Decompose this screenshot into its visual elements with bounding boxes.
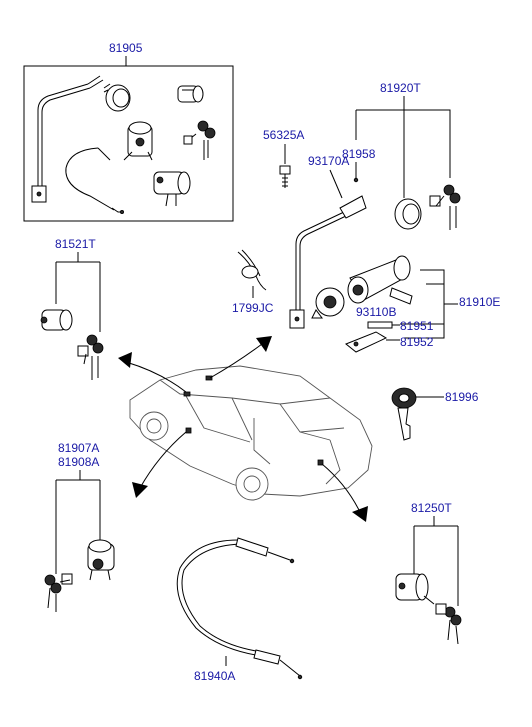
- lock-cylinder-81250t: [395, 573, 435, 605]
- lock-cylinder-small: [177, 85, 204, 103]
- lock-cylinder-81521t: [40, 309, 73, 331]
- bolt-56325a: [279, 165, 291, 188]
- label-81951[interactable]: 81951: [400, 319, 434, 333]
- lock-cylinder-81907a: [87, 539, 115, 581]
- frame-81905: [23, 65, 234, 222]
- direction-arrows: [118, 336, 368, 522]
- door-lock-cylinder-81920t: [394, 198, 422, 230]
- leader-81920t: [356, 96, 451, 178]
- lock-rod-93170a: [289, 195, 367, 329]
- keys-81920t: [429, 184, 461, 230]
- leader-81521t: [55, 252, 101, 332]
- keys-81521t: [77, 334, 104, 380]
- lock-cylinder-lower: [153, 171, 191, 207]
- label-81250t[interactable]: 81250T: [411, 501, 452, 515]
- leader-93170a: [329, 169, 343, 199]
- key-pair-top: [183, 120, 216, 160]
- label-81521t[interactable]: 81521T: [55, 237, 96, 251]
- leader-81920t-b: [355, 110, 405, 198]
- keys-81250t: [435, 603, 462, 645]
- leader-81907a: [55, 470, 101, 574]
- ignition-cylinder-93110b: [311, 287, 345, 319]
- clip-81958: [353, 177, 359, 183]
- bracket-81952: [345, 331, 400, 353]
- lock-cylinder-round: [103, 83, 131, 112]
- label-81996[interactable]: 81996: [445, 390, 479, 404]
- label-81910e[interactable]: 81910E: [459, 295, 500, 309]
- leader-81910e: [400, 269, 458, 339]
- switch-81951: [367, 321, 400, 329]
- label-93110b[interactable]: 93110B: [356, 305, 396, 319]
- label-81940a[interactable]: 81940A: [194, 669, 235, 683]
- key-81996: [391, 387, 417, 441]
- cable-assembly: [65, 147, 125, 214]
- ignition-switch: [123, 121, 153, 161]
- leader-81250t: [413, 516, 459, 606]
- cable-tie-1799jc: [237, 249, 267, 291]
- label-56325a[interactable]: 56325A: [263, 128, 304, 142]
- label-81920t[interactable]: 81920T: [380, 81, 421, 95]
- label-81952[interactable]: 81952: [400, 335, 434, 349]
- release-cable-81940a: [176, 537, 303, 680]
- keys-81907a: [44, 573, 73, 612]
- vehicle-illustration: [129, 365, 373, 501]
- label-93170a[interactable]: 93170A: [308, 154, 349, 168]
- latch-rod-assembly: [31, 75, 104, 203]
- label-81905[interactable]: 81905: [109, 41, 143, 55]
- label-1799jc[interactable]: 1799JC: [232, 301, 274, 315]
- label-81907a[interactable]: 81907A: [58, 441, 99, 455]
- steering-lock-body: [347, 255, 413, 305]
- label-81958[interactable]: 81958: [342, 147, 376, 161]
- label-81908a[interactable]: 81908A: [58, 455, 99, 469]
